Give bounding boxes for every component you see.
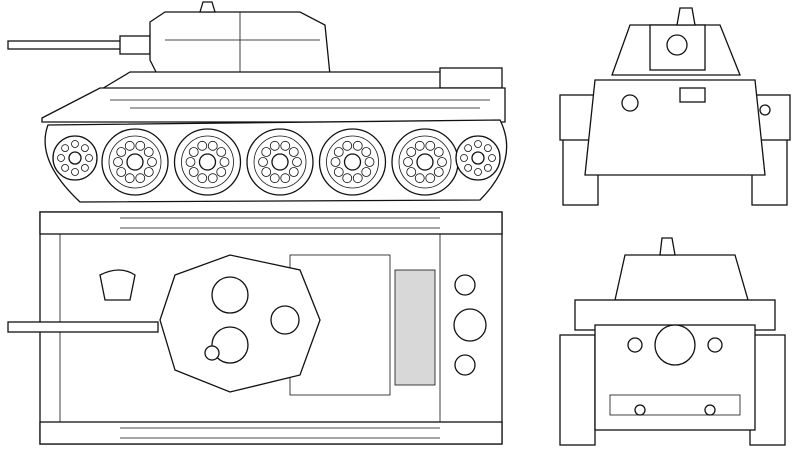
exhaust-left [627,337,643,353]
periscope-top [204,345,220,361]
front-mg [621,94,639,112]
periscope [199,1,216,13]
track-right [39,421,503,445]
rear-view [559,237,786,446]
idler-wheel [52,135,98,181]
road-wheels [52,128,501,196]
fuel-cap-1 [454,274,476,296]
vent-cover [270,305,300,335]
rear-periscope [659,237,676,256]
rear-access-hatch [654,324,696,366]
road-wheel [173,128,242,196]
rear-bumper [609,394,741,416]
hull-side [41,87,506,123]
engine-grille [394,269,436,386]
rear-track-right [749,334,786,446]
rear-plate-hatch [453,308,487,342]
exhaust-right [707,337,723,353]
hatch-1 [211,276,249,314]
gun-barrel-top [7,321,159,333]
rear-turret [614,254,749,301]
gun-mantlet [119,35,151,55]
front-periscope [676,7,696,26]
headlight [759,104,771,116]
driver-hatch-front [679,87,706,103]
road-wheel [318,128,387,196]
front-view [559,7,791,206]
front-glacis [584,79,766,176]
gun-muzzle [666,34,688,56]
gun-barrel [7,40,134,50]
turret-detail [165,12,320,75]
fender-lines [110,99,490,109]
hatch-2 [211,326,249,364]
road-wheel [101,128,169,196]
top-view [7,211,503,445]
driver-hatch [99,269,136,301]
tow-hook-left [634,404,646,416]
side-view [7,1,508,203]
road-wheel [246,128,314,196]
tow-hook-right [704,404,716,416]
track-left [39,211,503,235]
drive-sprocket [455,135,501,181]
fender-lines-top [120,217,440,439]
rear-track-left [559,334,596,446]
turret-top [159,254,321,393]
fuel-cap-2 [454,354,476,376]
road-wheel [391,128,459,196]
engine-deck [439,67,503,89]
